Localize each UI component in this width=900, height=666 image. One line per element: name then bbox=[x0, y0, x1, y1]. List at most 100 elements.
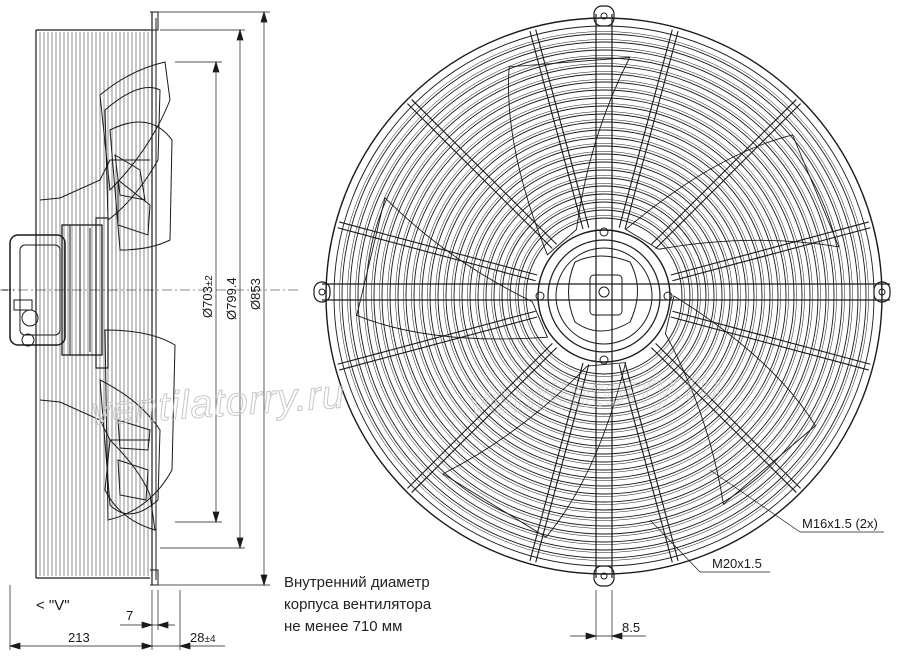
guard-spoke bbox=[650, 99, 797, 245]
guard-ring bbox=[493, 185, 715, 407]
guard-spoke bbox=[337, 227, 536, 282]
guard-ring bbox=[491, 183, 717, 409]
impeller-blade bbox=[356, 196, 549, 340]
guard-spoke bbox=[655, 342, 801, 489]
overall-depth-label: 213 bbox=[68, 630, 90, 645]
guard-ring bbox=[341, 33, 867, 559]
guard-ring bbox=[429, 121, 779, 471]
guard-ring bbox=[339, 31, 869, 561]
guard-ring bbox=[371, 63, 837, 529]
guard-ring bbox=[363, 55, 845, 537]
front-callout-lines bbox=[570, 469, 884, 640]
guard-ring bbox=[405, 97, 803, 495]
inner-diameter-tol: ±2 bbox=[204, 275, 215, 286]
guard-wires-side bbox=[39, 32, 149, 576]
impeller-blade bbox=[624, 134, 840, 250]
guard-ring bbox=[325, 17, 883, 575]
guard-ring bbox=[509, 201, 699, 391]
guard-ring bbox=[349, 41, 859, 551]
guard-ring bbox=[485, 177, 723, 415]
guard-spoke bbox=[672, 310, 871, 365]
impeller-blade bbox=[441, 362, 627, 538]
guard-ring bbox=[515, 207, 693, 385]
guard-ring bbox=[413, 105, 795, 487]
guard-spoke bbox=[339, 221, 538, 276]
guard-ring bbox=[437, 129, 771, 463]
guard-ring bbox=[499, 191, 709, 401]
front-view bbox=[313, 5, 891, 587]
guard-ring bbox=[389, 81, 819, 511]
guard-ring bbox=[387, 79, 821, 513]
guard-spokes bbox=[337, 29, 871, 563]
flange-depth-tol: ±4 bbox=[204, 634, 215, 645]
guard-spoke bbox=[535, 364, 590, 563]
guard-ring bbox=[427, 119, 781, 473]
guard-ring bbox=[381, 73, 827, 519]
guard-ring bbox=[419, 111, 789, 481]
thread-callout-small: M20x1.5 bbox=[712, 556, 762, 571]
note-line: не менее 710 мм bbox=[284, 618, 403, 635]
guard-spoke bbox=[618, 364, 673, 563]
guard-ring bbox=[507, 199, 701, 393]
guard-spoke bbox=[337, 310, 536, 365]
guard-ring bbox=[445, 137, 763, 455]
guard-spoke bbox=[624, 362, 679, 561]
guard-ring bbox=[451, 143, 757, 449]
guard-spoke bbox=[407, 342, 553, 489]
view-marker: < "V" bbox=[36, 597, 70, 614]
guard-ring bbox=[347, 39, 861, 553]
guard-ring bbox=[395, 87, 813, 505]
guard-ring bbox=[461, 153, 747, 439]
rim-depth-label: 7 bbox=[126, 608, 133, 623]
side-dimension-lines bbox=[8, 10, 270, 650]
impeller-blades bbox=[356, 56, 840, 538]
guard-ring bbox=[421, 113, 787, 479]
guard-ring bbox=[397, 89, 811, 503]
guard-spoke bbox=[655, 103, 801, 250]
blade-diameter-label: Ø799.4 bbox=[224, 277, 239, 320]
guard-ring bbox=[365, 57, 843, 535]
guard-spoke bbox=[618, 29, 673, 228]
note-line: корпуса вентилятора bbox=[284, 596, 432, 613]
guard-spoke bbox=[529, 31, 584, 230]
guard-spoke bbox=[535, 29, 590, 228]
guard-spoke bbox=[670, 316, 869, 371]
impeller-blade bbox=[664, 295, 817, 506]
guard-ring bbox=[357, 49, 851, 543]
side-view bbox=[0, 11, 300, 586]
guard-ring bbox=[411, 103, 797, 489]
guard-spoke bbox=[339, 316, 538, 371]
guard-spoke bbox=[624, 31, 679, 230]
guard-spoke bbox=[411, 347, 558, 493]
guard-ring bbox=[483, 175, 725, 417]
guard-spoke bbox=[650, 347, 797, 493]
guard-rings bbox=[325, 17, 883, 575]
guard-ring bbox=[517, 209, 691, 383]
guard-ring bbox=[501, 193, 707, 399]
guard-ring bbox=[477, 169, 731, 423]
guard-spoke bbox=[411, 99, 558, 245]
thread-callout-large: M16x1.5 (2x) bbox=[802, 516, 878, 531]
guard-ring bbox=[373, 65, 835, 527]
guard-spoke bbox=[670, 221, 869, 276]
inner-diameter-label: Ø703±2 bbox=[200, 275, 215, 318]
guard-ring bbox=[435, 127, 773, 465]
guard-ring bbox=[453, 145, 755, 447]
guard-ring bbox=[469, 161, 739, 431]
guard-ring bbox=[523, 215, 685, 377]
outer-diameter-label: Ø853 bbox=[248, 278, 263, 310]
installation-note: Внутренний диаметр корпуса вентилятора н… bbox=[284, 572, 431, 638]
guard-spoke bbox=[407, 103, 553, 250]
guard-ring bbox=[333, 25, 875, 567]
guard-ring bbox=[379, 71, 829, 521]
note-line: Внутренний диаметр bbox=[284, 574, 430, 591]
guard-ring bbox=[403, 95, 805, 497]
guard-ring bbox=[443, 135, 765, 457]
impeller-blade bbox=[508, 56, 631, 256]
guard-ring bbox=[459, 151, 749, 441]
guard-spoke bbox=[529, 362, 584, 561]
watermark: ventilatorry.ru bbox=[468, 362, 725, 424]
guard-ring bbox=[355, 47, 853, 545]
hole-spacing-label: 8.5 bbox=[622, 620, 640, 635]
